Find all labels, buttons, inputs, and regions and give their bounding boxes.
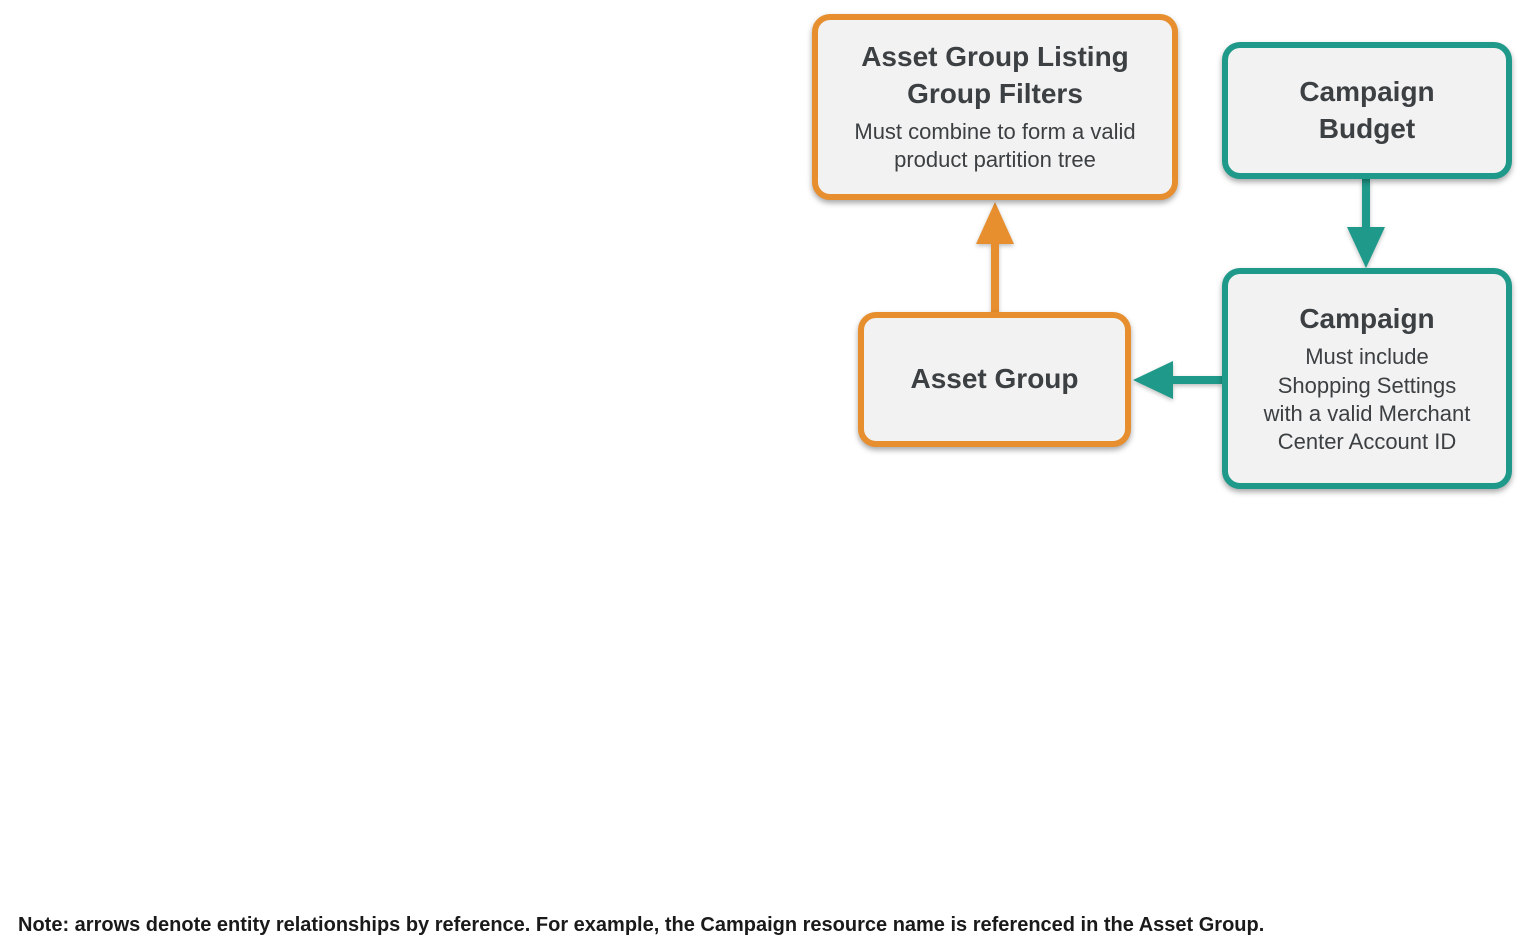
node-title: Campaign	[1299, 302, 1435, 334]
node-title: Asset Group Listing Group Filters	[861, 41, 1129, 109]
node-title: Campaign Budget	[1299, 76, 1435, 144]
node-subtitle: Must combine to form a valid product par…	[854, 119, 1136, 173]
arrow-campaign-to-asset-group-icon	[1133, 361, 1222, 399]
arrow-asset-group-to-listing-filters-icon	[976, 202, 1014, 314]
node-title: Asset Group	[910, 363, 1079, 395]
node-campaign-budget: Campaign Budget	[1222, 42, 1512, 179]
arrow-campaign-budget-to-campaign-icon	[1347, 179, 1385, 268]
node-campaign: Campaign Must include Shopping Settings …	[1222, 268, 1512, 489]
node-asset-group: Asset Group	[858, 312, 1131, 447]
note-text: Note: arrows denote entity relationships…	[18, 914, 1265, 936]
node-subtitle: Must include Shopping Settings with a va…	[1263, 344, 1471, 454]
node-asset-group-listing-group-filters: Asset Group Listing Group Filters Must c…	[812, 14, 1178, 200]
